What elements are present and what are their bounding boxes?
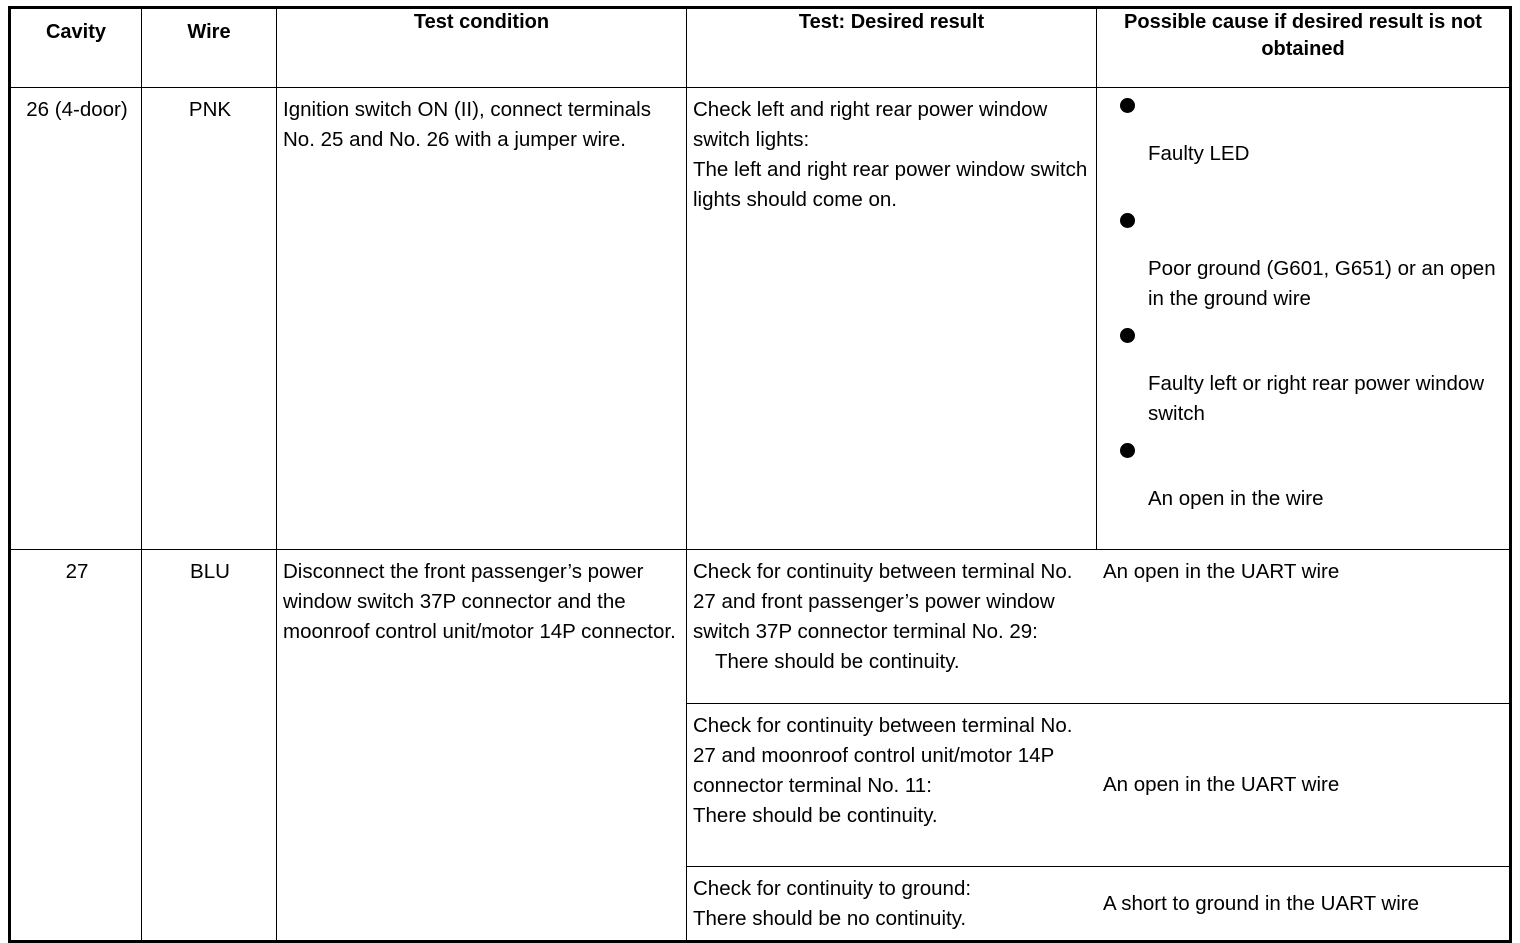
- possible-cause-text: A short to ground in the UART wire: [1103, 892, 1420, 916]
- cell-desired-result: Check left and right rear power window s…: [686, 87, 1097, 550]
- possible-cause-text: An open in the UART wire: [1103, 560, 1340, 583]
- test-condition-text: Ignition switch ON (II), connect termina…: [283, 98, 651, 152]
- cell-test-condition: Disconnect the front passenger’s power w…: [276, 548, 687, 943]
- desired-result-text: Check for continuity between terminal No…: [693, 714, 1073, 798]
- cell-desired-result: Check for continuity to ground: There sh…: [687, 866, 1097, 941]
- column-header-test-condition: Test condition: [276, 7, 687, 88]
- possible-cause-text: An open in the UART wire: [1103, 773, 1340, 797]
- desired-result-indent-text: There should be continuity.: [715, 650, 960, 674]
- bullet-icon: [1120, 213, 1135, 228]
- column-header-desired-result: Test: Desired result: [686, 7, 1097, 88]
- possible-cause-text: An open in the wire: [1148, 487, 1324, 510]
- list-item: An open in the wire: [1097, 433, 1509, 548]
- desired-result-text: Check left and right rear power window s…: [693, 98, 1088, 212]
- cell-desired-result: Check for continuity between terminal No…: [687, 550, 1097, 704]
- column-header-possible-cause: Possible cause if desired result is not …: [1096, 7, 1511, 88]
- bullet-icon: [1120, 98, 1135, 113]
- page-canvas: Cavity Wire Test condition Test: Desired…: [8, 6, 1512, 943]
- desired-result-tail-text: There should be continuity.: [693, 804, 938, 828]
- column-header-wire: Wire: [141, 7, 277, 88]
- sub-row: Check for continuity between terminal No…: [687, 550, 1511, 704]
- bullet-icon: [1120, 443, 1135, 458]
- column-header-cavity: Cavity: [9, 7, 142, 88]
- possible-cause-list: Faulty LED Poor ground (G601, G651) or a…: [1097, 88, 1509, 549]
- list-item: Faulty LED: [1097, 88, 1509, 203]
- cell-test-condition: Ignition switch ON (II), connect termina…: [276, 87, 687, 550]
- desired-result-block: Check for continuity between terminal No…: [687, 550, 1097, 703]
- sub-table: Check for continuity between terminal No…: [687, 550, 1511, 941]
- table-row: 27 BLU Disconnect the front passenger’s …: [9, 548, 1511, 943]
- possible-cause-text: Faulty left or right rear power window s…: [1148, 372, 1485, 426]
- possible-cause-text: Faulty LED: [1148, 142, 1250, 165]
- list-item: Faulty left or right rear power window s…: [1097, 318, 1509, 433]
- cell-possible-cause: Faulty LED Poor ground (G601, G651) or a…: [1096, 87, 1511, 550]
- wire-value: BLU: [190, 560, 230, 583]
- cell-possible-cause: An open in the UART wire: [1097, 703, 1511, 867]
- cell-wire: PNK: [141, 87, 277, 550]
- table-row: 26 (4-door) PNK Ignition switch ON (II),…: [9, 87, 1511, 550]
- header-row: Cavity Wire Test condition Test: Desired…: [9, 7, 1511, 88]
- list-item: Poor ground (G601, G651) or an open in t…: [1097, 203, 1509, 318]
- cell-possible-cause: A short to ground in the UART wire: [1097, 866, 1511, 941]
- desired-result-tail-text: There should be no continuity.: [693, 907, 967, 931]
- desired-result-text: Check for continuity to ground:: [693, 877, 972, 900]
- troubleshooting-table: Cavity Wire Test condition Test: Desired…: [8, 6, 1512, 943]
- cell-possible-cause: An open in the UART wire: [1097, 550, 1511, 704]
- desired-result-block: Check for continuity to ground: There sh…: [687, 867, 1097, 940]
- cell-cavity: 27: [9, 548, 142, 943]
- table-header: Cavity Wire Test condition Test: Desired…: [9, 7, 1511, 88]
- bullet-icon: [1120, 328, 1135, 343]
- cell-cavity: 26 (4-door): [9, 87, 142, 550]
- cell-wire: BLU: [141, 548, 277, 943]
- desired-result-text: Check for continuity between terminal No…: [693, 560, 1073, 644]
- desired-result-block: Check for continuity between terminal No…: [687, 704, 1097, 866]
- possible-cause-text: Poor ground (G601, G651) or an open in t…: [1148, 257, 1496, 311]
- table-body: 26 (4-door) PNK Ignition switch ON (II),…: [9, 87, 1511, 943]
- cavity-value: 26 (4-door): [26, 98, 128, 121]
- cell-desired-result: Check for continuity between terminal No…: [687, 703, 1097, 867]
- wire-value: PNK: [188, 98, 232, 121]
- cell-result-cause-group: Check for continuity between terminal No…: [686, 548, 1511, 943]
- sub-row: Check for continuity to ground: There sh…: [687, 866, 1511, 941]
- cavity-value: 27: [65, 560, 89, 583]
- test-condition-text: Disconnect the front passenger’s power w…: [283, 560, 676, 644]
- sub-row: Check for continuity between terminal No…: [687, 703, 1511, 867]
